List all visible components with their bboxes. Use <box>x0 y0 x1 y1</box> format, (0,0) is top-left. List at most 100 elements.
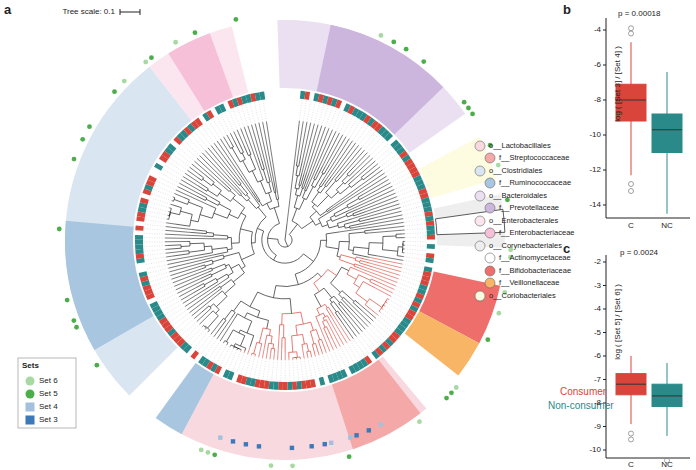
tree-branch <box>331 143 356 177</box>
clade-sector <box>292 382 297 390</box>
tick-label: -6 <box>594 352 601 360</box>
set-dot <box>72 157 77 162</box>
leaf-guide <box>217 345 227 363</box>
tree-branch <box>233 198 245 207</box>
tree-branch <box>181 293 194 300</box>
set-dot <box>65 298 70 303</box>
leaf-guide <box>145 224 166 226</box>
leaf-guide <box>233 109 241 129</box>
tree-branch <box>257 228 263 231</box>
leaf-guide <box>191 135 205 151</box>
legend-text: Set 6 <box>39 377 58 385</box>
tree-branch <box>316 166 323 180</box>
tree-branch <box>349 232 365 234</box>
outlier <box>629 31 634 36</box>
clade-sector <box>269 381 274 389</box>
tree-branch <box>183 177 197 186</box>
tree-branch <box>239 264 245 272</box>
leaf-guide <box>220 347 230 366</box>
tree-branch <box>190 167 199 174</box>
leaf-guide <box>168 306 185 318</box>
leaf-guide <box>400 275 420 281</box>
tree-branch <box>230 191 235 196</box>
tree-branch <box>174 193 184 197</box>
leaf-guide <box>352 123 364 140</box>
tree-branch <box>219 204 231 211</box>
tree-branch <box>359 268 397 282</box>
leaf-guide <box>343 116 353 134</box>
tree-branch <box>359 218 362 220</box>
tree-branch <box>363 171 374 180</box>
legend-swatch <box>475 241 485 251</box>
tree-branch <box>241 229 253 232</box>
leaf-guide <box>209 121 220 139</box>
set-dot <box>449 390 454 395</box>
tree-branch <box>179 288 196 297</box>
leaf-guide <box>178 319 194 333</box>
leaf-guide <box>241 354 248 374</box>
tick-label: -8 <box>594 96 601 104</box>
tree-branch <box>285 224 287 240</box>
tree-branch <box>354 284 360 288</box>
tree-branch <box>269 177 270 182</box>
tree-branch <box>167 255 199 261</box>
leaf-guide <box>307 101 311 122</box>
set-dot <box>470 111 475 116</box>
tree-branch <box>356 293 368 302</box>
leaf-guide <box>315 356 320 376</box>
tree-branch <box>267 320 269 328</box>
tree-branch <box>249 149 251 155</box>
tree-branch <box>287 121 300 224</box>
tree-branch <box>323 313 325 317</box>
leaf-guide <box>176 316 192 329</box>
leaf-guide <box>205 124 217 141</box>
leaf-guide <box>293 360 294 381</box>
tree-branch <box>219 193 230 201</box>
legend-swatch <box>475 291 485 301</box>
tree-branch <box>355 300 359 304</box>
leaf-guide <box>389 169 407 180</box>
tick <box>603 450 606 451</box>
tree-branch <box>330 215 334 217</box>
tree-branch <box>311 355 312 357</box>
leaf-guide <box>359 129 372 146</box>
tree-branch <box>317 186 320 190</box>
scale-bar <box>120 9 121 15</box>
p-value: p = 0.0024 <box>620 249 658 257</box>
tree-branch <box>326 178 333 187</box>
clade-sector <box>296 381 301 389</box>
tree-branch <box>300 188 303 196</box>
tick <box>603 100 606 101</box>
leaf-guide <box>396 286 415 294</box>
tick-label: -4 <box>594 305 601 313</box>
tree-branch <box>263 122 274 181</box>
tree-branch <box>295 176 297 189</box>
tree-branch <box>186 241 189 242</box>
tree-branch <box>351 179 362 188</box>
clade-sector <box>259 91 265 100</box>
leaf-guide <box>221 115 231 134</box>
tree-branch <box>241 195 247 201</box>
tree-branch <box>166 256 172 258</box>
tree-branch <box>370 299 382 308</box>
tree-branch <box>375 288 391 296</box>
category-label: C <box>628 222 634 230</box>
leaf-guide <box>405 228 426 230</box>
tree-branch <box>211 323 220 334</box>
tree-branch <box>345 150 365 172</box>
leaf-guide <box>198 129 211 146</box>
leaf-guide <box>395 185 414 193</box>
tree-branch <box>310 331 314 344</box>
leaf-guide <box>237 353 244 373</box>
leaf-guide <box>202 126 214 143</box>
tree-branch <box>212 247 227 249</box>
tree-branch <box>217 141 252 192</box>
tree-branch <box>234 344 235 347</box>
tree-branch <box>234 140 241 153</box>
tree-branch <box>368 254 377 256</box>
tree-branch <box>281 338 282 349</box>
legend-swatch <box>475 216 485 226</box>
tick <box>603 205 606 206</box>
tree-branch <box>323 318 324 321</box>
leaf-guide <box>250 356 255 376</box>
